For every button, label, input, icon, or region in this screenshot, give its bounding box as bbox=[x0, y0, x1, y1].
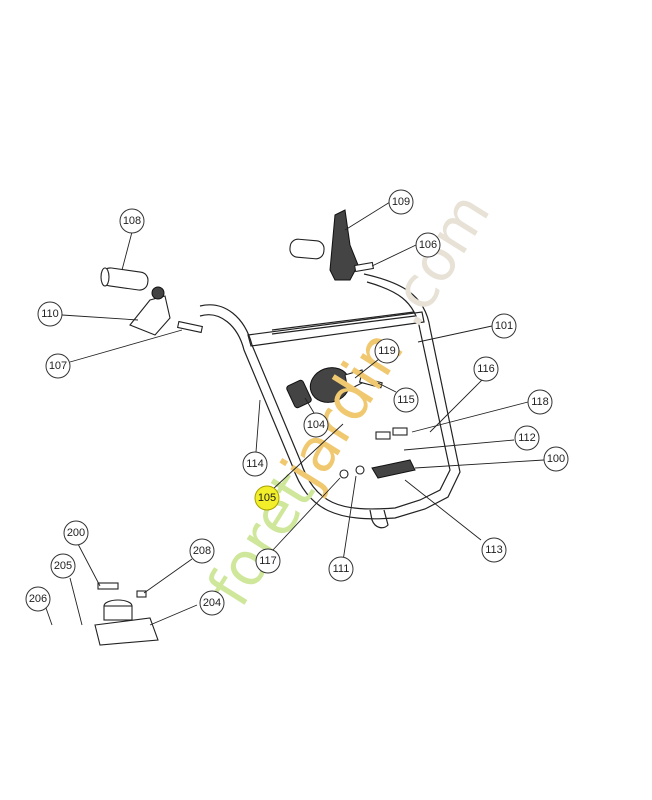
callout-label: 114 bbox=[246, 458, 264, 470]
callout-104: 104 bbox=[303, 412, 329, 438]
bolt-115 bbox=[358, 376, 383, 389]
callout-100: 100 bbox=[543, 446, 569, 472]
engine-partial-204 bbox=[94, 582, 159, 646]
callout-106: 106 bbox=[415, 232, 441, 258]
callout-112: 112 bbox=[514, 425, 540, 451]
callout-110: 110 bbox=[37, 301, 63, 327]
leader-lines bbox=[45, 201, 545, 626]
callout-label: 117 bbox=[259, 555, 277, 567]
callout-label: 112 bbox=[518, 432, 536, 444]
grip-108 bbox=[100, 267, 149, 291]
callout-200: 200 bbox=[63, 520, 89, 546]
bracket-100 bbox=[371, 459, 416, 479]
callout-114: 114 bbox=[242, 451, 268, 477]
callout-105: 105 bbox=[254, 485, 280, 511]
washer-111-117 bbox=[339, 465, 365, 479]
callout-101: 101 bbox=[491, 313, 517, 339]
callout-111: 111 bbox=[328, 556, 354, 582]
control-unit-119 bbox=[309, 367, 365, 403]
callout-208: 208 bbox=[189, 538, 215, 564]
callout-label: 106 bbox=[419, 239, 437, 251]
callout-label: 204 bbox=[203, 597, 221, 609]
callout-107: 107 bbox=[45, 353, 71, 379]
callout-label: 107 bbox=[49, 360, 67, 372]
throttle-bracket-110 bbox=[129, 286, 171, 336]
lever-assembly-109 bbox=[289, 209, 359, 281]
small-pins-116-118 bbox=[375, 427, 408, 440]
callout-label: 208 bbox=[193, 545, 211, 557]
callout-label: 113 bbox=[485, 544, 503, 556]
callout-label: 101 bbox=[495, 320, 513, 332]
callout-113: 113 bbox=[481, 537, 507, 563]
callout-119: 119 bbox=[374, 338, 400, 364]
switch-104 bbox=[286, 379, 312, 409]
callout-label: 105 bbox=[258, 492, 276, 504]
callout-label: 104 bbox=[307, 419, 325, 431]
callout-label: 118 bbox=[531, 396, 549, 408]
callout-label: 116 bbox=[477, 363, 495, 375]
callout-205: 205 bbox=[50, 553, 76, 579]
callout-204: 204 bbox=[199, 590, 225, 616]
callout-label: 110 bbox=[41, 308, 59, 320]
callout-label: 100 bbox=[547, 453, 565, 465]
callout-label: 111 bbox=[333, 563, 350, 575]
callout-206: 206 bbox=[25, 586, 51, 612]
callout-label: 206 bbox=[29, 593, 47, 605]
bolt-107 bbox=[176, 320, 204, 334]
callout-117: 117 bbox=[255, 548, 281, 574]
callout-label: 205 bbox=[54, 560, 72, 572]
callout-label: 119 bbox=[378, 345, 396, 357]
callout-109: 109 bbox=[388, 189, 414, 215]
handlebar-frame bbox=[199, 273, 461, 529]
callout-label: 200 bbox=[67, 527, 85, 539]
callout-116: 116 bbox=[473, 356, 499, 382]
callout-label: 108 bbox=[123, 215, 141, 227]
callout-label: 109 bbox=[392, 196, 410, 208]
callout-115: 115 bbox=[393, 387, 419, 413]
callout-label: 115 bbox=[397, 394, 415, 406]
callout-108: 108 bbox=[119, 208, 145, 234]
callout-118: 118 bbox=[527, 389, 553, 415]
